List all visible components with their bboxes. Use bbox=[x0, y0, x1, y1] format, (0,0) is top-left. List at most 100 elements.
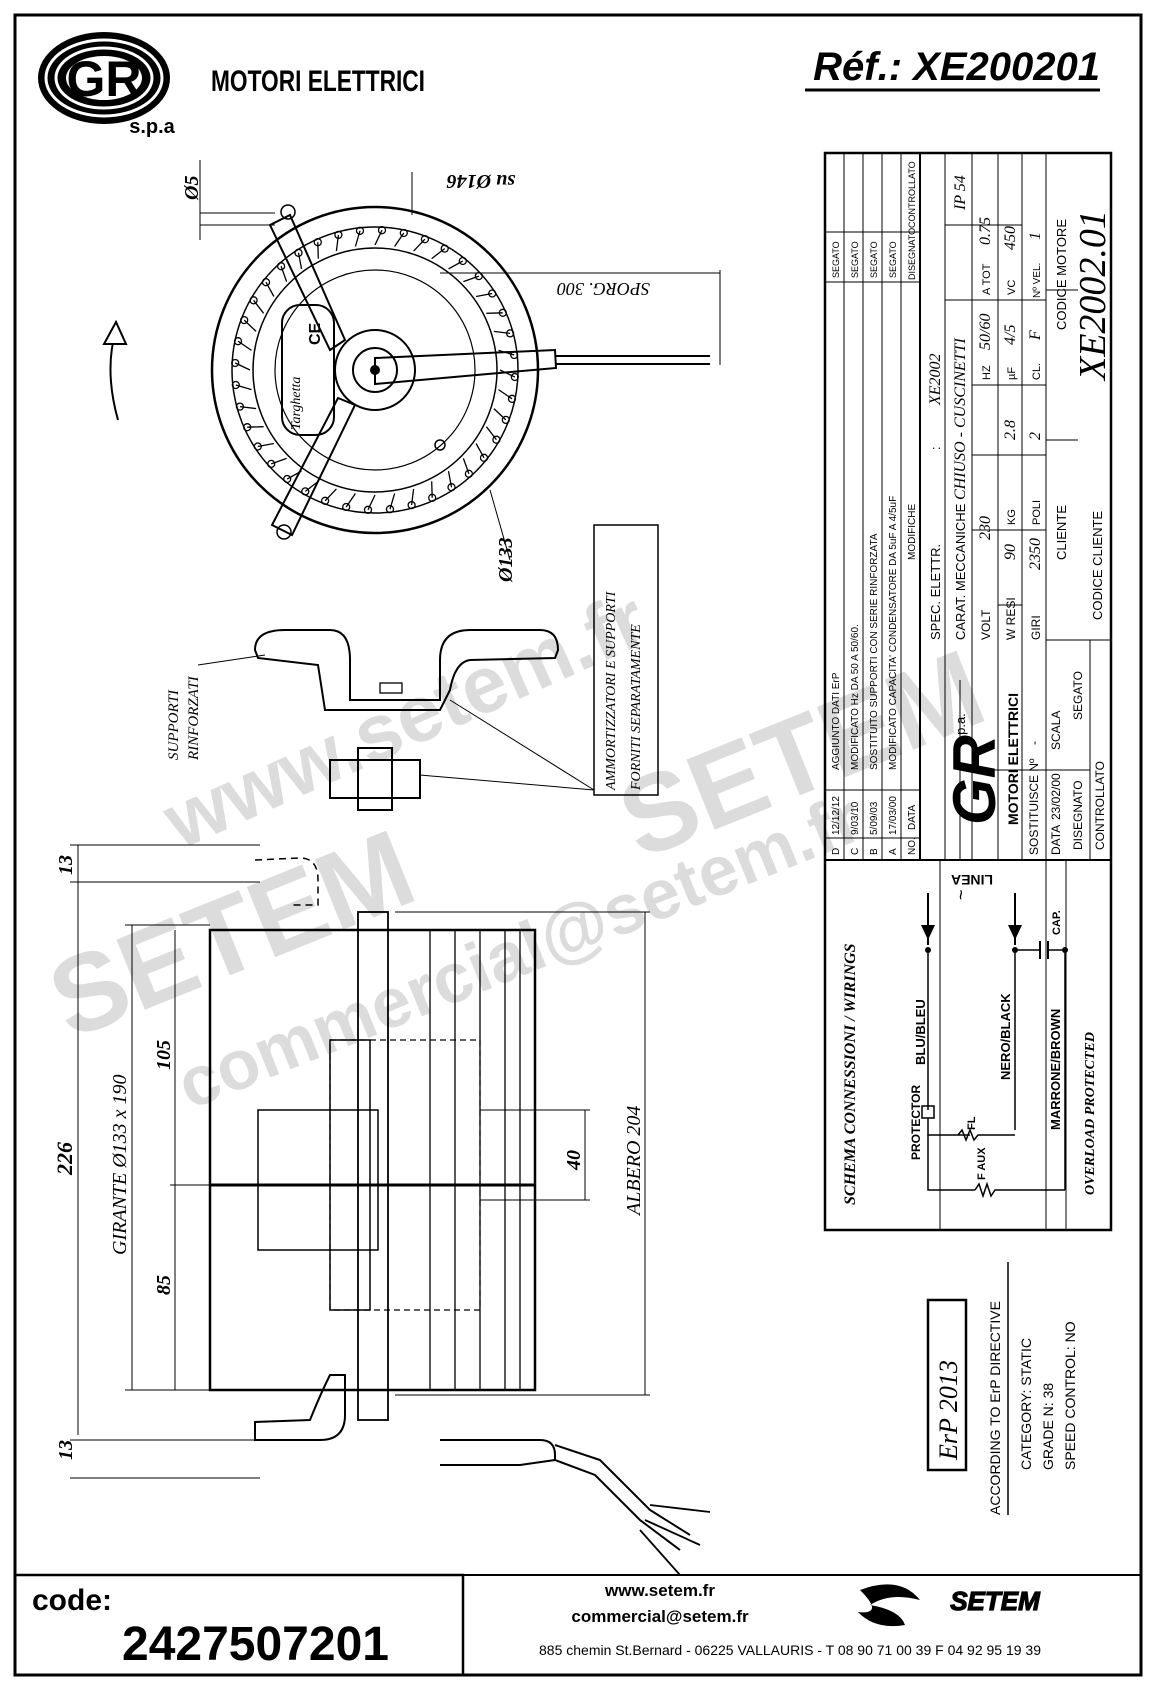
wresi-value: 90 bbox=[1002, 544, 1019, 560]
reference-number: Réf.: XE200201 bbox=[813, 45, 1100, 89]
impeller-blade bbox=[394, 232, 405, 247]
watermark-url: www.setem.fr bbox=[150, 574, 660, 866]
impeller-blade bbox=[243, 319, 257, 332]
blower-side-view: 13 13 226 GIRANTE Ø133 x 190 105 85 40 A… bbox=[52, 844, 711, 1576]
dim-105: 105 bbox=[153, 1040, 175, 1070]
impeller-blade bbox=[493, 408, 507, 421]
impeller-blade bbox=[239, 405, 257, 410]
impeller-blade bbox=[413, 238, 426, 252]
setem-brand: SETEM bbox=[950, 1586, 1041, 1616]
hz-label: HZ bbox=[981, 365, 993, 380]
svg-text:GR: GR bbox=[941, 735, 1008, 825]
hz-value: 50/60 bbox=[977, 314, 994, 350]
data-label: DATA bbox=[1049, 825, 1063, 855]
blade-tip bbox=[488, 289, 497, 298]
dim-13-top: 13 bbox=[55, 855, 77, 875]
blade-tip bbox=[479, 453, 489, 462]
blade-tip bbox=[440, 244, 449, 253]
logo-letters: GR bbox=[67, 51, 142, 107]
dim-d146: su Ø146 bbox=[447, 170, 516, 192]
nero-label: NERO/BLACK bbox=[998, 993, 1013, 1080]
wresi-label: W RESI bbox=[1004, 597, 1018, 640]
footer-email: commercial@setem.fr bbox=[571, 1607, 749, 1626]
impeller-blade bbox=[324, 488, 337, 502]
impeller-blade bbox=[280, 265, 288, 282]
svg-text:MOTORI ELETTRICI: MOTORI ELETTRICI bbox=[1005, 693, 1021, 825]
revision-no: D bbox=[831, 848, 842, 855]
impeller-blade bbox=[493, 330, 511, 335]
blade-tip bbox=[507, 394, 517, 403]
giri-label: GIRI bbox=[1029, 615, 1043, 640]
code-label: code: bbox=[32, 1584, 112, 1617]
impeller-blade bbox=[345, 493, 356, 508]
erp-line-2: CATEGORY: STATIC bbox=[1018, 1338, 1034, 1470]
revision-drawn: SEGATO bbox=[850, 241, 860, 278]
dim-d5: Ø5 bbox=[181, 176, 203, 201]
title-block: NO.DATAMODIFICHEDISEGNATOCONTROLLATOD12/… bbox=[823, 151, 1114, 1232]
impeller-blade bbox=[265, 281, 275, 297]
spec-label: SPEC. ELETTR. bbox=[928, 544, 943, 640]
revision-drawn: SEGATO bbox=[888, 241, 898, 278]
blade-tip bbox=[313, 238, 322, 247]
tilde-label: ~ bbox=[951, 889, 971, 900]
dim-85: 85 bbox=[153, 1275, 175, 1295]
impeller-blade bbox=[253, 299, 265, 314]
dim-impeller: GIRANTE Ø133 x 190 bbox=[109, 1074, 131, 1255]
impeller-blade bbox=[463, 275, 480, 283]
impeller-blade bbox=[317, 242, 319, 259]
blade-tip bbox=[231, 380, 240, 390]
erp-note: ErP 2013 ACCORDING TO ErP DIRECTIVE CATE… bbox=[926, 1262, 1078, 1515]
impeller-blade bbox=[234, 362, 251, 371]
blade-tip bbox=[510, 372, 519, 382]
setem-logo: SETEM bbox=[858, 1584, 1042, 1627]
impeller-blade bbox=[257, 442, 275, 448]
revision-header-drawn: DISEGNATO bbox=[907, 228, 917, 280]
wiring-title: SCHEMA CONNESSIONI / WIRINGS bbox=[842, 943, 859, 1205]
overload-label: OVERLOAD PROTECTED bbox=[1083, 1032, 1098, 1195]
blade-tip bbox=[363, 505, 373, 514]
dim-sporg: SPORG. 300 bbox=[557, 279, 650, 299]
nvel-label: Nº VEL. bbox=[1032, 263, 1043, 298]
blade-tip bbox=[301, 487, 310, 496]
blade-tip bbox=[458, 256, 467, 266]
revision-header-date: DATA bbox=[907, 804, 918, 830]
line-arrow-icon-2 bbox=[1008, 925, 1022, 940]
kg-label: KG bbox=[1006, 509, 1018, 525]
supports-label-2: RINFORZATI bbox=[186, 675, 202, 761]
title-block-gr-logo: GR s.p.a. MOTORI ELETTRICI bbox=[941, 693, 1021, 825]
impeller-blade bbox=[431, 481, 433, 498]
cl-label: CL. bbox=[1031, 363, 1043, 380]
footer: code: 2427507201 www.setem.fr commercial… bbox=[13, 1573, 1141, 1677]
blade-tip bbox=[377, 226, 387, 235]
supports-label-1: SUPPORTI bbox=[166, 689, 182, 760]
impeller-blade bbox=[462, 458, 470, 475]
dim-shaft: ALBERO 204 bbox=[623, 1106, 645, 1217]
dampers-label-1: AMMORTIZZATORI E SUPPORTI bbox=[604, 590, 619, 791]
impeller-blade bbox=[431, 248, 446, 260]
blade-tip bbox=[243, 423, 252, 432]
dim-13-bottom: 13 bbox=[55, 1440, 77, 1460]
sheet-border bbox=[13, 13, 1143, 1677]
rotation-arrow-icon bbox=[102, 319, 128, 345]
linea-label: LINEA bbox=[951, 872, 993, 888]
impeller-blade bbox=[367, 494, 376, 511]
blade-tip bbox=[342, 502, 351, 512]
impeller-blade bbox=[237, 340, 252, 351]
revision-change: MODIFICATO CAPACITA' CONDENSATORE DA 5uF… bbox=[888, 496, 899, 770]
revision-no: A bbox=[888, 848, 899, 855]
impeller-blade bbox=[354, 230, 361, 247]
motor-code: XE2002.01 bbox=[1072, 210, 1114, 382]
blade-tip bbox=[294, 248, 303, 257]
blade-tip bbox=[267, 459, 276, 469]
cliente-label: CLIENTE bbox=[1054, 505, 1069, 560]
revision-no: C bbox=[850, 848, 861, 855]
atot-label: A TOT bbox=[981, 263, 993, 295]
blade-tip bbox=[276, 262, 286, 271]
ip-rating: IP 54 bbox=[952, 175, 969, 211]
svg-text:s.p.a.: s.p.a. bbox=[953, 713, 968, 745]
impeller-blade bbox=[410, 488, 415, 506]
revision-drawn: SEGATO bbox=[831, 241, 841, 278]
vc-label: VC bbox=[1006, 280, 1018, 295]
impeller-blade bbox=[235, 384, 252, 391]
